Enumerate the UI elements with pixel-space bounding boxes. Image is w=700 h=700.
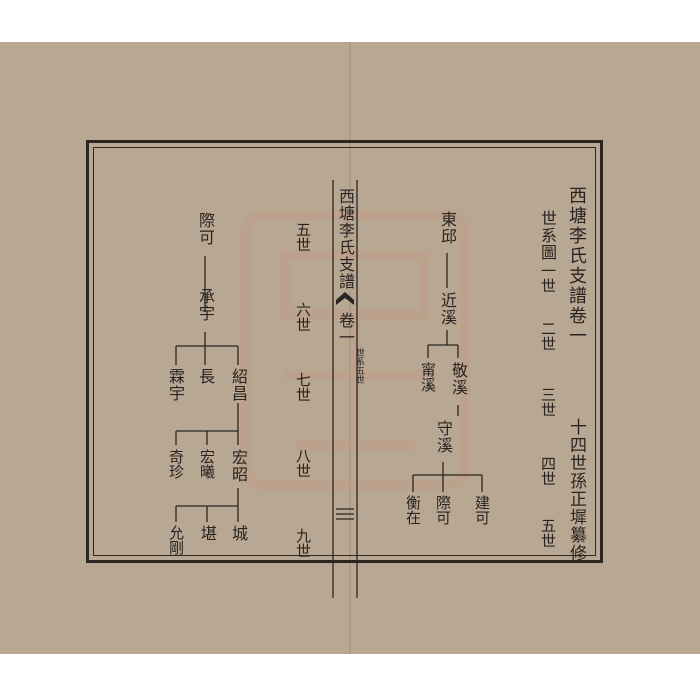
person-name: 長: [196, 368, 215, 385]
generation-label: 六世: [294, 302, 312, 332]
section-title: 世系圖: [538, 210, 557, 261]
generation-label: 四世: [539, 456, 557, 486]
person-name: 近溪: [438, 292, 457, 326]
person-name: 堪: [198, 525, 217, 542]
person-name: 甯溪: [419, 362, 437, 392]
person-name: 城: [229, 525, 248, 542]
generation-label: 八世: [294, 448, 312, 478]
person-name: 允剛: [167, 525, 185, 555]
page-frame-inner: [93, 147, 596, 556]
person-name: 敬溪: [449, 362, 468, 396]
center-volume: 卷一: [336, 312, 355, 346]
compiler-credit: 十四世孫正墀纂修: [566, 418, 586, 562]
book-title: 西塘李氏支譜卷一: [566, 186, 587, 346]
person-name: 建可: [473, 495, 491, 525]
generation-label: 三世: [539, 387, 557, 417]
person-name: 衡在: [404, 495, 422, 525]
person-name: 霖宇: [166, 368, 185, 402]
person-name: 守溪: [434, 420, 453, 454]
person-name: 際可: [196, 212, 215, 246]
person-name: 際可: [434, 495, 452, 525]
generation-label: 一世: [539, 263, 557, 293]
generation-label: 七世: [294, 372, 312, 402]
paper-background: [0, 42, 700, 654]
person-name: 承宇: [196, 288, 215, 322]
seal-stamp: [240, 210, 470, 490]
generation-label: 五世: [539, 518, 557, 548]
generation-label: 二世: [539, 321, 557, 351]
generation-label: 五世: [294, 222, 312, 252]
person-name: 宏曦: [198, 449, 216, 479]
generation-label: 九世: [294, 528, 312, 558]
person-name: 紹昌: [229, 368, 248, 402]
person-name: 東邱: [438, 211, 457, 245]
center-title: 西塘李氏支譜: [336, 188, 355, 290]
person-name: 宏昭: [229, 449, 248, 483]
page-fold: [349, 42, 351, 654]
person-name: 奇珍: [167, 449, 185, 479]
page-frame: [86, 140, 603, 563]
center-section: 世系五世: [354, 348, 364, 384]
